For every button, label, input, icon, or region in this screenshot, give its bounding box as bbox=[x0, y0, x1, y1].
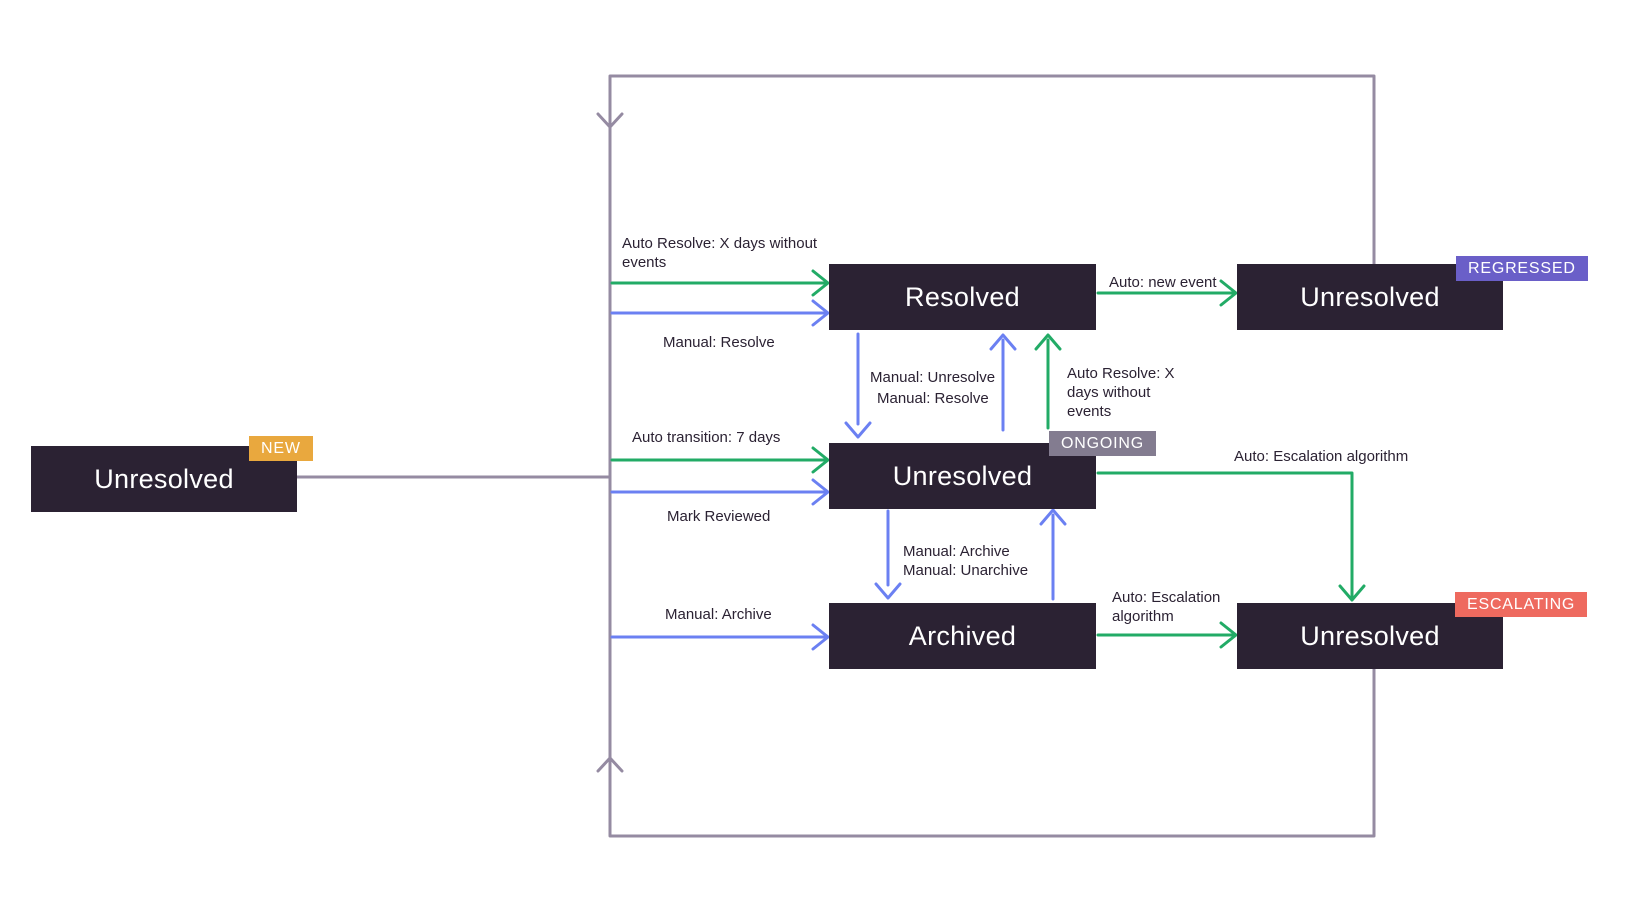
edge-label-manual-resolve-ongoing: Manual: Resolve bbox=[877, 390, 989, 407]
state-node-label: Unresolved bbox=[1300, 620, 1440, 651]
edge-label-auto-resolve-new: Auto Resolve: X days without events bbox=[622, 235, 818, 271]
state-node-label: Archived bbox=[908, 620, 1017, 651]
state-node-label: Resolved bbox=[905, 281, 1020, 312]
edge-label-manual-unresolve: Manual: Unresolve bbox=[870, 369, 996, 386]
edge-mark-reviewed-arrow bbox=[610, 478, 830, 506]
state-node-resolved: Resolved bbox=[829, 264, 1096, 330]
edge-label-manual-archive-ongoing: Manual: Archive bbox=[903, 543, 1010, 560]
edge-manual-archive-new-arrow bbox=[610, 623, 830, 651]
edge-label-manual-archive-new: Manual: Archive bbox=[665, 606, 772, 623]
state-node-label: Unresolved bbox=[94, 463, 234, 494]
state-node-label: Unresolved bbox=[1300, 281, 1440, 312]
state-node-new: Unresolved bbox=[31, 446, 297, 512]
edge-label-auto-transition: Auto transition: 7 days bbox=[632, 429, 781, 446]
edge-manual-resolve-new-arrow bbox=[610, 299, 830, 327]
edge-label-auto-new-event: Auto: new event bbox=[1109, 274, 1217, 291]
state-node-label: Unresolved bbox=[892, 460, 1033, 491]
status-badge-regressed: REGRESSED bbox=[1456, 256, 1588, 281]
edge-manual-unarchive-arrow bbox=[1039, 508, 1067, 601]
edge-label-mark-reviewed: Mark Reviewed bbox=[667, 508, 771, 525]
edge-auto-new-event-arrow bbox=[1096, 279, 1238, 307]
state-node-ongoing: Unresolved bbox=[829, 443, 1096, 509]
edge-auto-resolve-ongoing-arrow bbox=[1034, 333, 1062, 430]
edge-manual-resolve-ongoing-arrow bbox=[989, 333, 1017, 432]
state-node-archived: Archived bbox=[829, 603, 1096, 669]
edge-label-auto-escalation-ongoing: Auto: Escalation algorithm bbox=[1234, 448, 1409, 465]
edge-label-manual-unarchive: Manual: Unarchive bbox=[903, 562, 1029, 579]
loop-line bbox=[295, 74, 1376, 838]
status-badge-escalating: ESCALATING bbox=[1455, 592, 1588, 617]
edge-manual-unresolve-arrow bbox=[844, 332, 872, 439]
edge-auto-escalation-ongoing-arrow bbox=[1096, 471, 1366, 602]
edge-auto-escalation-archived-arrow bbox=[1096, 621, 1238, 649]
edge-auto-transition-arrow bbox=[610, 446, 830, 474]
edge-manual-archive-ongoing-arrow bbox=[874, 509, 902, 600]
edge-label-auto-resolve-ongoing: Auto Resolve: X days without events bbox=[1067, 365, 1175, 420]
status-badge-new: NEW bbox=[249, 436, 313, 461]
edge-label-auto-escalation-archived: Auto: Escalation algorithm bbox=[1112, 589, 1221, 625]
edge-auto-resolve-new-arrow bbox=[610, 269, 830, 297]
status-badge-ongoing: ONGOING bbox=[1049, 431, 1156, 456]
edge-label-manual-resolve-new: Manual: Resolve bbox=[663, 334, 775, 351]
